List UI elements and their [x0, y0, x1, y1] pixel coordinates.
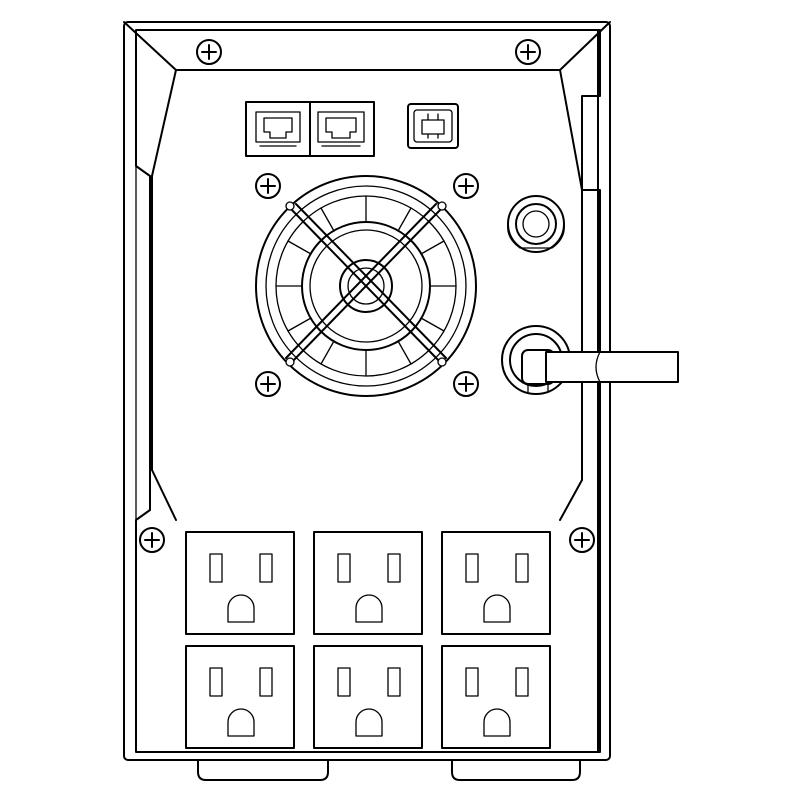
- screw-icon: [255, 173, 281, 199]
- screw-icon: [453, 371, 479, 397]
- power-cord-icon: [501, 325, 679, 395]
- screw-icon: [139, 527, 165, 553]
- cooling-fan-icon: [255, 173, 479, 397]
- rj-port-block: [245, 101, 375, 157]
- screw-icon: [453, 173, 479, 199]
- housing-screws: [139, 39, 595, 553]
- nema-5-15-outlet-icon[interactable]: [313, 531, 423, 635]
- nema-5-15-outlet-icon[interactable]: [185, 531, 295, 635]
- rj45-port-icon[interactable]: [317, 111, 365, 147]
- circuit-breaker-icon[interactable]: [507, 195, 565, 253]
- fan-guard: [285, 201, 447, 367]
- outlet-grid: [185, 531, 551, 749]
- nema-5-15-outlet-icon[interactable]: [441, 645, 551, 749]
- screw-icon: [515, 39, 541, 65]
- nema-5-15-outlet-icon[interactable]: [313, 645, 423, 749]
- rj45-port-icon[interactable]: [255, 111, 301, 147]
- usb-b-port-icon[interactable]: [407, 103, 459, 149]
- ups-housing: [123, 21, 611, 781]
- screw-icon: [569, 527, 595, 553]
- nema-5-15-outlet-icon[interactable]: [185, 645, 295, 749]
- screw-icon: [196, 39, 222, 65]
- nema-5-15-outlet-icon[interactable]: [441, 531, 551, 635]
- screw-icon: [255, 371, 281, 397]
- fan-blades: [275, 195, 457, 377]
